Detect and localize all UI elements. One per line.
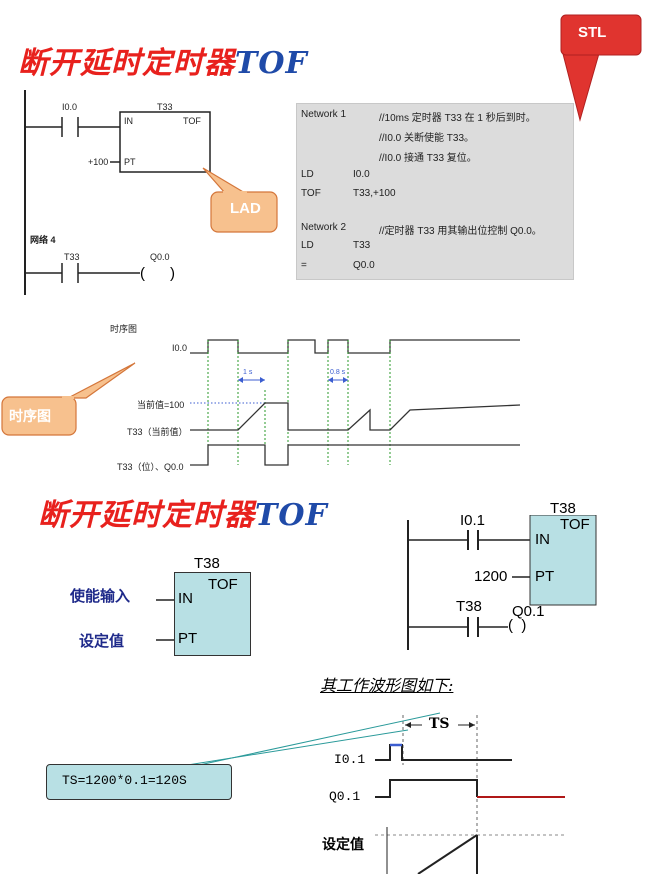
lad-callout-label: LAD: [230, 200, 261, 217]
stl-tof-op: TOF: [301, 188, 321, 199]
stl-listing: Network 1 //10ms 定时器 T33 在 1 秒后到时。 //I0.…: [296, 103, 574, 280]
stl-callout-label: STL: [578, 24, 607, 41]
stl-ld1-arg: I0.0: [353, 169, 370, 180]
ladder-diagram-2: [407, 515, 597, 650]
lad1-contact2-label: T33: [64, 252, 80, 262]
timing1-title: 时序图: [110, 324, 138, 334]
waveform-ts-label: TS: [429, 716, 450, 732]
waveform-q01-label: Q0.1: [329, 789, 361, 804]
stl-network2: Network 2: [301, 222, 347, 233]
lad2-contact-label: I0.1: [460, 512, 486, 529]
page-title-top: 断开延时定时器TOF: [18, 38, 308, 82]
waveform-caption: 其工作波形图如下:: [320, 676, 454, 695]
lad2-in-label: IN: [535, 531, 550, 548]
timing-callout: [1, 362, 136, 436]
block2-pt: PT: [178, 630, 198, 647]
ts-formula-box: [46, 764, 232, 800]
title-bottom-main: 断开延时定时器: [38, 498, 255, 533]
ladder-diagram-1: [24, 90, 211, 295]
timing1-1s-label: 1 s: [243, 369, 253, 376]
waveform-diagram: [174, 712, 565, 874]
lad2-contact2-label: T38: [456, 598, 482, 615]
stl-callout: [560, 14, 642, 122]
block2-tof: TOF: [208, 576, 238, 593]
lad2-pt-label: PT: [535, 568, 555, 585]
lad2-pt-value: 1200: [474, 568, 508, 585]
lad1-coil-symbol: ( ): [140, 265, 175, 282]
lad1-contact-label: I0.0: [62, 102, 78, 112]
block2-wires: [156, 599, 174, 641]
lad1-tof-label: TOF: [183, 116, 201, 126]
lad1-pt-label: PT: [124, 157, 136, 167]
stl-ld2-op: LD: [301, 240, 314, 251]
lad2-coil-label: Q0.1: [512, 603, 545, 620]
title-bottom-tof: TOF: [255, 498, 328, 533]
lad-callout: [202, 167, 278, 233]
waveform-i01-label: I0.1: [334, 752, 366, 767]
lad1-coil-label: Q0.0: [150, 252, 170, 262]
page-title-bottom: 断开延时定时器TOF: [38, 490, 328, 534]
block2-box: [174, 572, 251, 656]
stl-eq-op: =: [301, 260, 307, 271]
title-top-main: 断开延时定时器: [18, 46, 235, 81]
lad1-in-label: IN: [124, 116, 133, 126]
lad2-tof-label: TOF: [560, 516, 590, 533]
lad2-timer-label: T38: [550, 500, 576, 517]
lad1-pt-value: +100: [88, 157, 109, 167]
stl-comment1: //10ms 定时器 T33 在 1 秒后到时。: [379, 113, 536, 124]
block2-preset-label: 设定值: [79, 632, 125, 650]
stl-comment3: //I0.0 接通 T33 复位。: [379, 153, 477, 164]
timing1-i00-label: I0.0: [172, 343, 188, 353]
block2-in: IN: [178, 590, 193, 607]
waveform-preset-label: 设定值: [322, 837, 364, 853]
lad1-network4-label: 网络 4: [30, 235, 56, 245]
block2-name: T38: [194, 555, 220, 572]
timing1-current-label: 当前值=100: [137, 400, 185, 410]
lad1-timer-name: T33: [157, 102, 173, 112]
timing1-t33cur-label: T33（当前值）: [127, 427, 188, 437]
stl-network1: Network 1: [301, 109, 347, 120]
lad2-coil-symbol: ( ): [508, 617, 527, 634]
timing1-t33bit-label: T33（位）、Q0.0: [117, 462, 184, 472]
stl-ld2-arg: T33: [353, 240, 371, 251]
timing1-08s-label: 0.8 s: [330, 369, 346, 376]
timing-diagram-1: [190, 339, 521, 466]
stl-comment2: //I0.0 关断使能 T33。: [379, 133, 475, 144]
stl-ld1-op: LD: [301, 169, 314, 180]
block2-enable-label: 使能输入: [70, 587, 131, 605]
stl-eq-arg: Q0.0: [353, 260, 375, 271]
stl-comment4: //定时器 T33 用其输出位控制 Q0.0。: [379, 226, 542, 237]
title-top-tof: TOF: [235, 46, 308, 81]
timing-callout-label: 时序图: [9, 408, 51, 424]
stl-tof-arg: T33,+100: [353, 188, 396, 199]
ts-formula-text: TS=1200*0.1=120S: [62, 773, 187, 788]
